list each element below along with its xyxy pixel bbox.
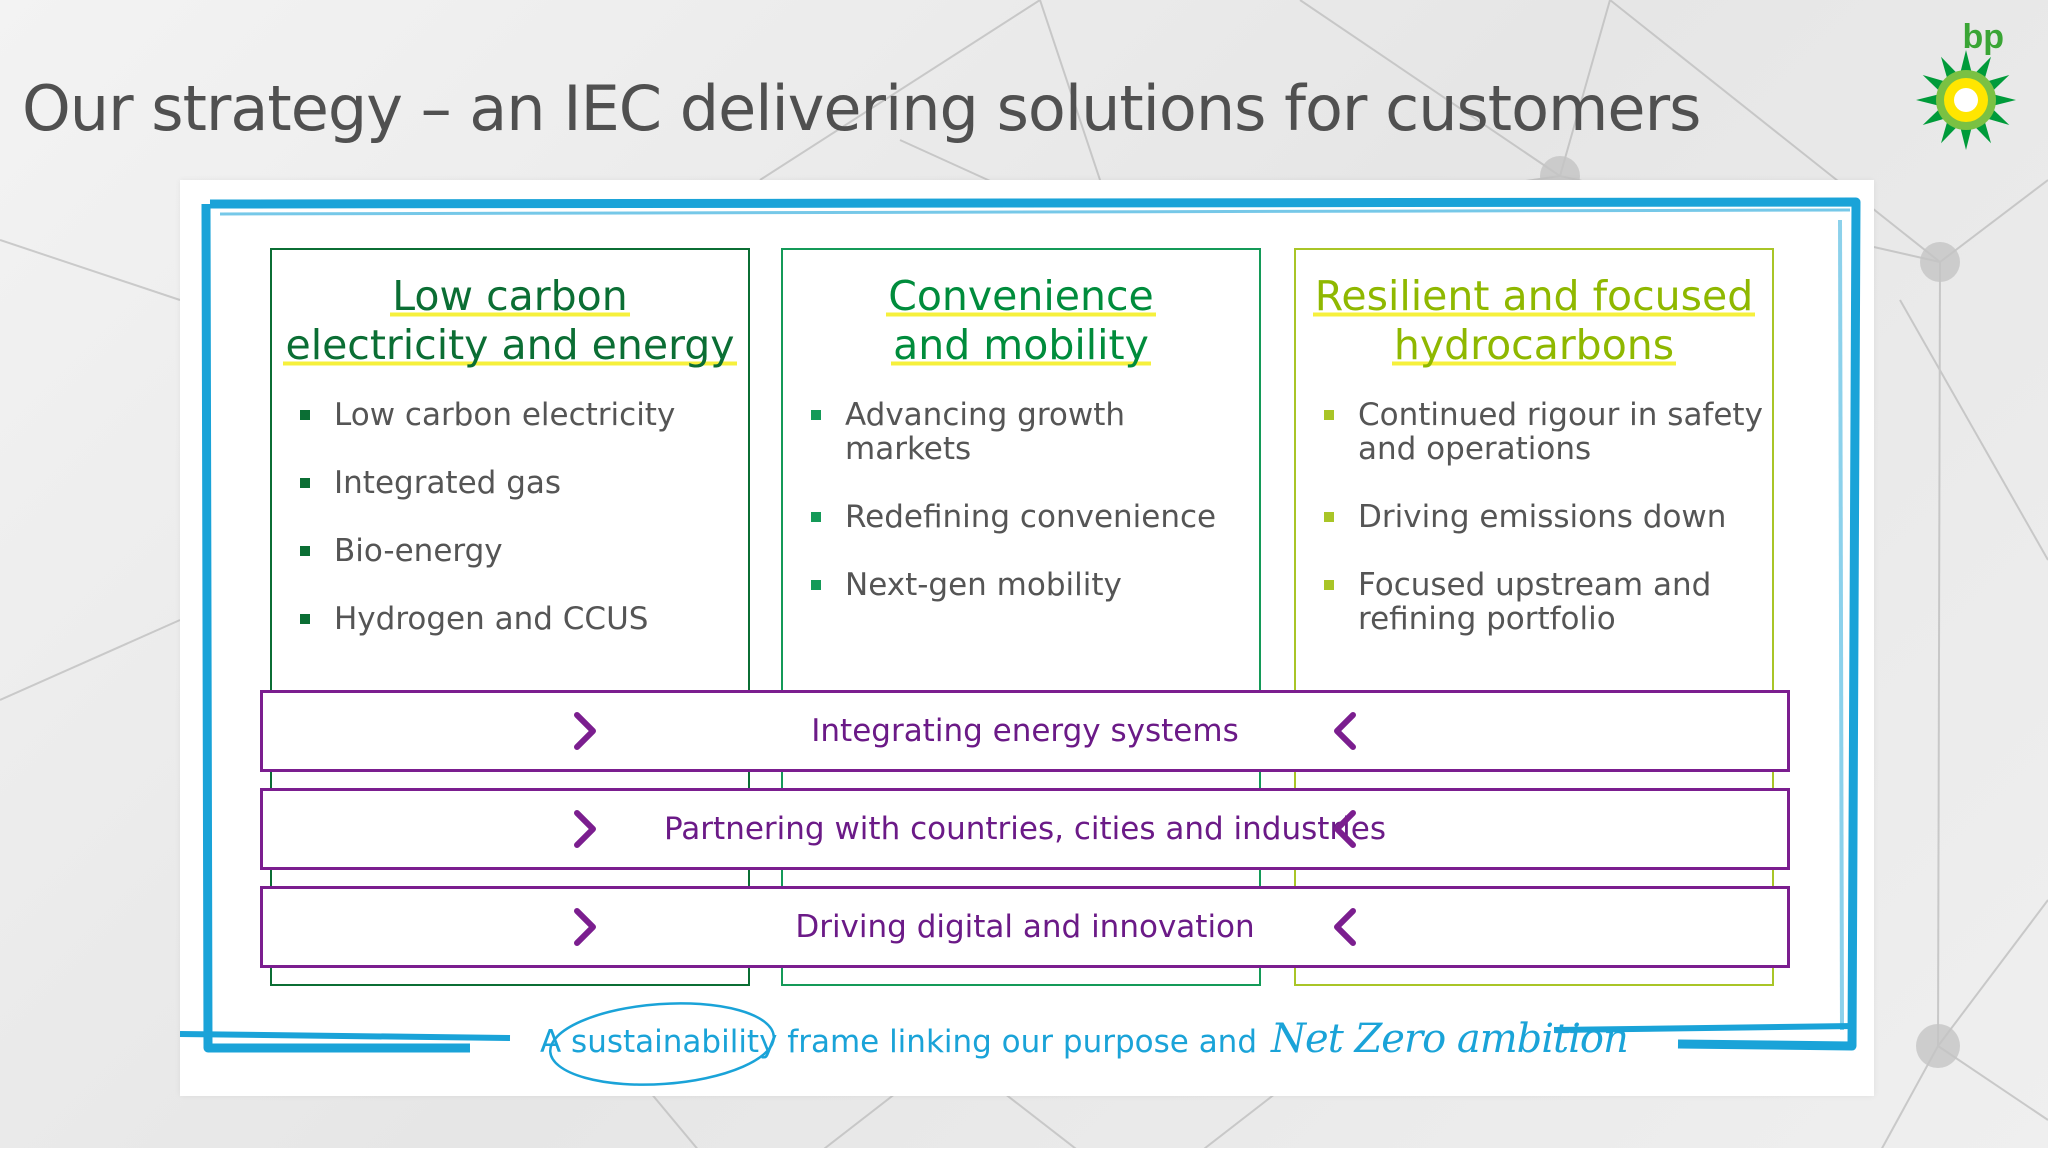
band-label: Driving digital and innovation xyxy=(795,909,1255,945)
pillar-title-line1: Low carbon xyxy=(390,272,630,320)
brush-stroke xyxy=(180,1031,511,1041)
band-partnering: Partnering with countries, cities and in… xyxy=(260,788,1790,870)
bullet-item: Redefining convenience xyxy=(811,500,1259,534)
bullet-item: Integrated gas xyxy=(300,466,748,500)
bullet-square-icon xyxy=(1324,410,1334,420)
chevron-left-icon xyxy=(1334,712,1356,750)
band-label: Integrating energy systems xyxy=(811,713,1239,749)
pillar-title-line2: electricity and energy xyxy=(283,321,737,369)
blue-brush-frame xyxy=(201,197,1861,1053)
bullet-item: Hydrogen and CCUS xyxy=(300,602,748,636)
strategy-panel: Low carbon electricity and energy Low ca… xyxy=(180,180,1874,1096)
bullet-square-icon xyxy=(1324,580,1334,590)
bullet-item: Advancing growth markets xyxy=(811,398,1259,466)
chevron-left-icon xyxy=(1334,908,1356,946)
bp-logo: bp xyxy=(1916,18,2016,150)
band-digital-innovation: Driving digital and innovation xyxy=(260,886,1790,968)
pillar-bullet-list: Continued rigour in safety and operation… xyxy=(1296,398,1772,636)
pillar-title-line2: and mobility xyxy=(891,321,1151,369)
bullet-item: Next-gen mobility xyxy=(811,568,1259,602)
bottom-strip xyxy=(0,1148,2048,1152)
bullet-item: Driving emissions down xyxy=(1324,500,1772,534)
chevron-right-icon xyxy=(574,712,596,750)
bullet-square-icon xyxy=(300,546,310,556)
bullet-square-icon xyxy=(811,512,821,522)
bullet-square-icon xyxy=(811,580,821,590)
net-zero-ambition: Net Zero ambition xyxy=(1271,1016,1629,1062)
pillar-title: Low carbon electricity and energy xyxy=(280,272,740,370)
sustainability-ellipse xyxy=(548,1002,776,1086)
pillar-title-line1: Resilient and focused xyxy=(1312,272,1756,320)
pillar-low-carbon: Low carbon electricity and energy Low ca… xyxy=(270,248,750,986)
pillar-resilient-hydrocarbons: Resilient and focused hydrocarbons Conti… xyxy=(1294,248,1774,986)
bullet-square-icon xyxy=(300,410,310,420)
pillar-title: Convenience and mobility xyxy=(791,272,1251,370)
footer-text: A sustainability frame linking our purpo… xyxy=(540,1024,1258,1060)
bullet-item: Bio-energy xyxy=(300,534,748,568)
logo-text: bp xyxy=(1962,18,2004,56)
chevron-left-icon xyxy=(1334,810,1356,848)
brush-stroke xyxy=(1554,1023,1854,1033)
pillar-bullet-list: Low carbon electricity Integrated gas Bi… xyxy=(272,398,748,636)
bullet-square-icon xyxy=(300,614,310,624)
bullet-square-icon xyxy=(300,478,310,488)
pillar-title: Resilient and focused hydrocarbons xyxy=(1304,272,1764,370)
pillar-title-line1: Convenience xyxy=(886,272,1156,320)
bullet-item: Focused upstream and refining portfolio xyxy=(1324,568,1772,636)
pillar-title-line2: hydrocarbons xyxy=(1391,321,1677,369)
slide-title: Our strategy – an IEC delivering solutio… xyxy=(22,72,1701,145)
bullet-item: Continued rigour in safety and operation… xyxy=(1324,398,1772,466)
chevron-right-icon xyxy=(574,810,596,848)
pillar-bullet-list: Advancing growth markets Redefining conv… xyxy=(783,398,1259,602)
footer-statement: A sustainability frame linking our purpo… xyxy=(540,1016,1629,1062)
chevron-right-icon xyxy=(574,908,596,946)
bullet-square-icon xyxy=(811,410,821,420)
bullet-square-icon xyxy=(1324,512,1334,522)
band-label: Partnering with countries, cities and in… xyxy=(664,811,1386,847)
bullet-item: Low carbon electricity xyxy=(300,398,748,432)
bp-helios-icon xyxy=(1916,50,2016,150)
pillar-convenience-mobility: Convenience and mobility Advancing growt… xyxy=(781,248,1261,986)
band-integrating-energy-systems: Integrating energy systems xyxy=(260,690,1790,772)
